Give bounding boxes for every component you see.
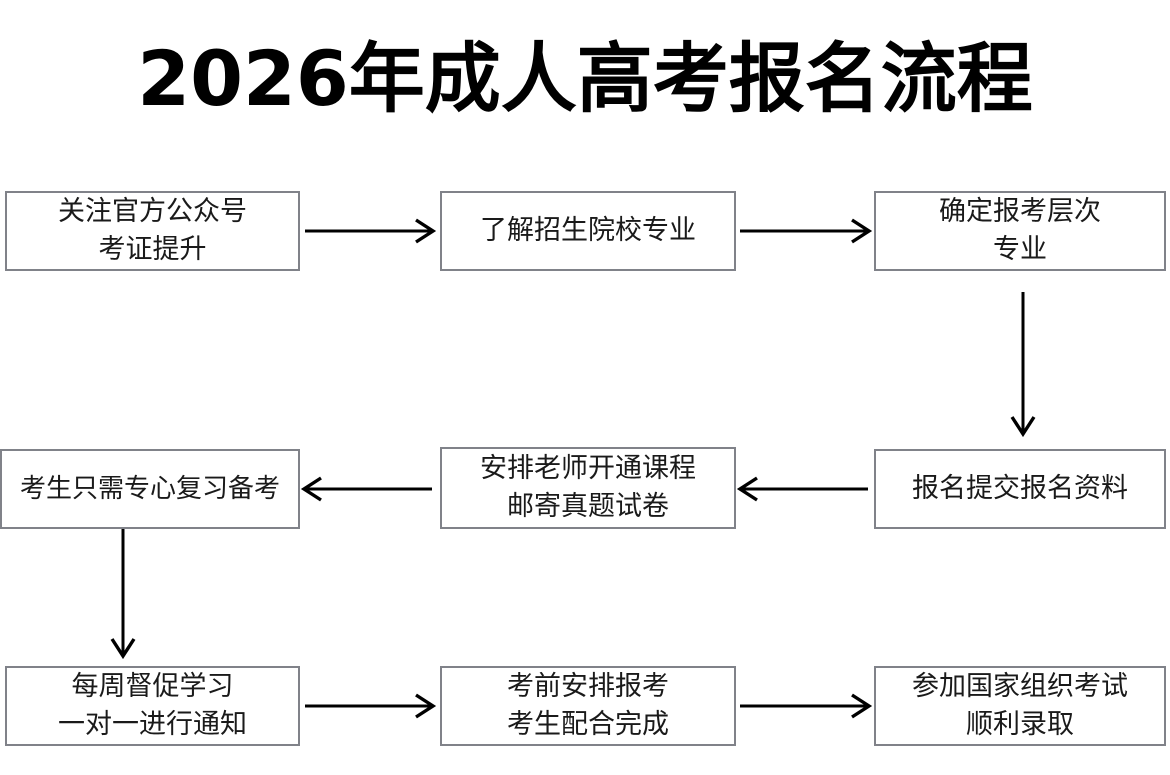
flow-node-follow-official-account[interactable]: 关注官方公众号 考证提升 <box>5 191 300 271</box>
flow-node-take-national-exam[interactable]: 参加国家组织考试 顺利录取 <box>874 666 1166 746</box>
flow-node-line: 确定报考层次 <box>939 196 1101 227</box>
flow-node-line: 关注官方公众号 <box>58 196 247 227</box>
flow-node-line: 顺利录取 <box>966 709 1074 740</box>
flow-node-weekly-supervision[interactable]: 每周督促学习 一对一进行通知 <box>5 666 300 746</box>
flow-node-line: 每周督促学习 <box>71 671 234 702</box>
flow-node-line: 考生配合完成 <box>507 709 669 740</box>
flow-node-learn-schools-majors[interactable]: 了解招生院校专业 <box>440 191 736 271</box>
arrow-n6-to-n7 <box>110 521 136 660</box>
flow-node-confirm-level-major[interactable]: 确定报考层次 专业 <box>874 191 1166 271</box>
flow-node-line: 考前安排报考 <box>507 671 669 702</box>
flow-node-line: 专业 <box>993 234 1047 265</box>
page-title: 2026年成人高考报名流程 <box>137 34 1033 123</box>
flow-node-submit-application[interactable]: 报名提交报名资料 <box>874 449 1166 529</box>
flow-node-pre-exam-arrangement[interactable]: 考前安排报考 考生配合完成 <box>440 666 736 746</box>
flow-node-line: 安排老师开通课程 <box>480 453 696 484</box>
flow-node-student-focus-review[interactable]: 考生只需专心复习备考 <box>0 449 300 529</box>
arrow-n7-to-n8 <box>305 693 437 719</box>
flow-node-line: 一对一进行通知 <box>58 709 247 740</box>
flow-node-line: 考证提升 <box>98 234 207 265</box>
flow-node-line: 考生只需专心复习备考 <box>19 474 280 504</box>
arrow-n4-to-n5 <box>736 476 868 502</box>
flow-node-line: 了解招生院校专业 <box>480 215 696 246</box>
flow-node-line: 邮寄真题试卷 <box>507 491 669 522</box>
arrow-n8-to-n9 <box>740 693 873 719</box>
arrow-n1-to-n2 <box>305 218 437 244</box>
arrow-n5-to-n6 <box>300 476 432 502</box>
arrow-n3-to-n4 <box>1010 292 1036 438</box>
flow-node-teacher-opens-course[interactable]: 安排老师开通课程 邮寄真题试卷 <box>440 447 736 529</box>
arrow-n2-to-n3 <box>740 218 873 244</box>
flow-node-line: 参加国家组织考试 <box>912 671 1128 702</box>
flow-node-line: 报名提交报名资料 <box>912 473 1128 504</box>
